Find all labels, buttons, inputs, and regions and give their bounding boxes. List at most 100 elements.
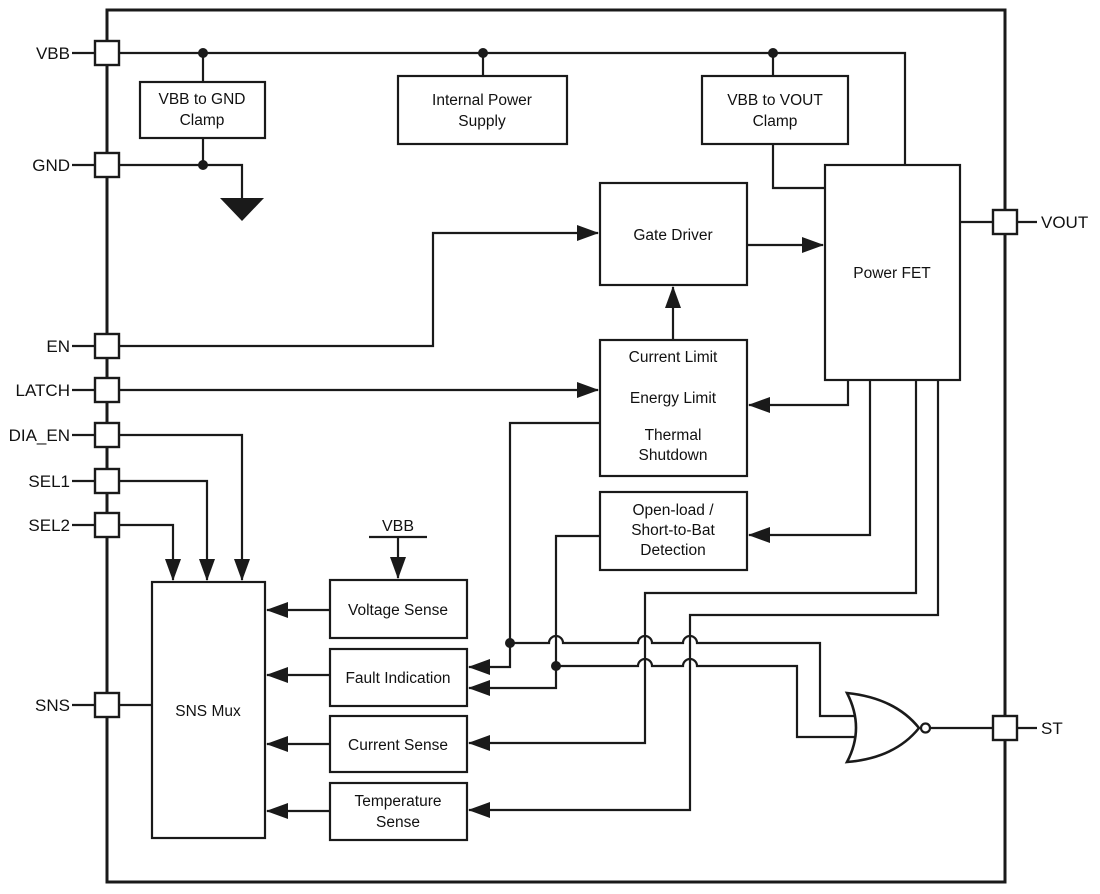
block-label: Gate Driver: [633, 227, 712, 244]
block-label: Supply: [458, 113, 506, 130]
block-label: Open-load /: [633, 502, 715, 519]
block-label: VBB to GND: [159, 91, 246, 108]
block-box: [700, 74, 850, 146]
junction-dot: [198, 160, 208, 170]
block-temperature-sense: Temperature Sense: [328, 781, 469, 842]
block-fault-indication: Fault Indication: [328, 647, 469, 708]
block-label: Detection: [640, 542, 705, 559]
pin-st: ST: [991, 714, 1063, 742]
pin-label-sel1: SEL1: [28, 472, 70, 491]
pin-label-dia-en: DIA_EN: [9, 426, 70, 445]
wire-protection-to-fault-indication: [468, 421, 600, 675]
pin-vout: VOUT: [991, 208, 1088, 236]
wires: [119, 51, 993, 819]
block-label: Sense: [376, 814, 420, 831]
nor-gate-icon: [844, 691, 993, 764]
pin-pad: [991, 208, 1019, 236]
block-voltage-sense: Voltage Sense: [328, 578, 469, 640]
junction-dot: [768, 48, 778, 58]
pin-latch: LATCH: [16, 376, 121, 404]
block-label: Temperature: [354, 793, 441, 810]
wire-open-load-to-fault-indication: [468, 534, 600, 696]
block-box: [598, 338, 749, 478]
wire-vout-clamp-to-power-fet: [771, 144, 825, 190]
pin-label-st: ST: [1041, 719, 1063, 738]
pin-label-vout: VOUT: [1041, 213, 1088, 232]
block-label: SNS Mux: [175, 703, 241, 720]
wire-power-fet-to-current-sense: [468, 380, 918, 751]
pin-pad: [93, 39, 121, 67]
block-current-sense: Current Sense: [328, 714, 469, 774]
pin-label-vbb: VBB: [36, 44, 70, 63]
wire-sel1-to-sns-mux: [119, 479, 215, 581]
block-power-fet: Power FET: [823, 163, 962, 382]
block-box: [328, 781, 469, 842]
block-open-load-detection: Open-load / Short-to-Bat Detection: [598, 490, 749, 572]
pin-pad: [93, 376, 121, 404]
junction-dot: [478, 48, 488, 58]
pin-pad: [93, 511, 121, 539]
block-label: Clamp: [180, 112, 225, 129]
wire-dia-en-to-sns-mux: [119, 433, 250, 581]
pin-pad: [991, 714, 1019, 742]
block-box: [328, 647, 469, 708]
pin-pad: [93, 421, 121, 449]
block-label: Energy Limit: [630, 390, 717, 407]
block-label: Internal Power: [432, 92, 532, 109]
nor-gate-body: [844, 691, 921, 764]
pin-dia-en: DIA_EN: [9, 421, 121, 449]
block-box: [396, 74, 569, 146]
junction-dots: [198, 48, 778, 671]
block-protection: Current Limit Energy Limit Thermal Shutd…: [598, 338, 749, 478]
pin-pad: [93, 332, 121, 360]
block-box: [328, 714, 469, 774]
block-vbb-gnd-clamp: VBB to GND Clamp: [138, 80, 267, 140]
block-box: [823, 163, 962, 382]
block-label: Thermal: [645, 427, 702, 444]
block-vbb-vout-clamp: VBB to VOUT Clamp: [700, 74, 850, 146]
pin-sel2: SEL2: [28, 511, 121, 539]
block-label: Shutdown: [639, 447, 708, 464]
block-label: Current Limit: [629, 349, 718, 366]
block-box: [598, 490, 749, 572]
pins: VBB GND EN LATCH DIA_EN SEL1: [9, 39, 1088, 742]
pin-label-en: EN: [46, 337, 70, 356]
pin-sel1: SEL1: [28, 467, 121, 495]
block-box: [598, 181, 749, 287]
block-label: Short-to-Bat: [631, 522, 715, 539]
block-gate-driver: Gate Driver: [598, 181, 749, 287]
block-internal-power-supply: Internal Power Supply: [396, 74, 569, 146]
wire-gnd: [119, 163, 244, 198]
wire-en-to-gate-driver: [119, 225, 599, 348]
junction-dot: [505, 638, 515, 648]
block-label: Current Sense: [348, 737, 448, 754]
block-label: Clamp: [753, 113, 798, 130]
wire-vbb-rail: [119, 51, 907, 165]
pin-en: EN: [46, 332, 121, 360]
wire-protection-fault-to-nor-upper: [510, 634, 856, 718]
wire-power-fet-to-protection: [748, 380, 850, 413]
block-box: [328, 578, 469, 640]
pin-vbb: VBB: [36, 39, 121, 67]
block-label: Fault Indication: [345, 670, 450, 687]
block-label: Voltage Sense: [348, 602, 448, 619]
vbb-supply-tap: VBB: [369, 518, 427, 579]
pin-sns: SNS: [35, 691, 121, 719]
wire-sel2-to-sns-mux: [119, 523, 181, 581]
wire-power-fet-to-temperature-sense: [468, 380, 940, 818]
pin-label-gnd: GND: [32, 156, 70, 175]
pin-pad: [93, 151, 121, 179]
junction-dot: [198, 48, 208, 58]
wire-open-load-fault-to-nor-lower: [556, 657, 856, 739]
pin-label-latch: LATCH: [16, 381, 70, 400]
junction-dot: [551, 661, 561, 671]
nor-gate-bubble: [919, 722, 932, 734]
vbb-tap-label: VBB: [382, 518, 414, 535]
pin-label-sns: SNS: [35, 696, 70, 715]
block-box: [150, 580, 267, 840]
pin-pad: [93, 691, 121, 719]
blocks: VBB to GND Clamp Internal Power Supply V…: [138, 74, 962, 842]
block-sns-mux: SNS Mux: [150, 580, 267, 840]
block-label: Power FET: [853, 265, 931, 282]
